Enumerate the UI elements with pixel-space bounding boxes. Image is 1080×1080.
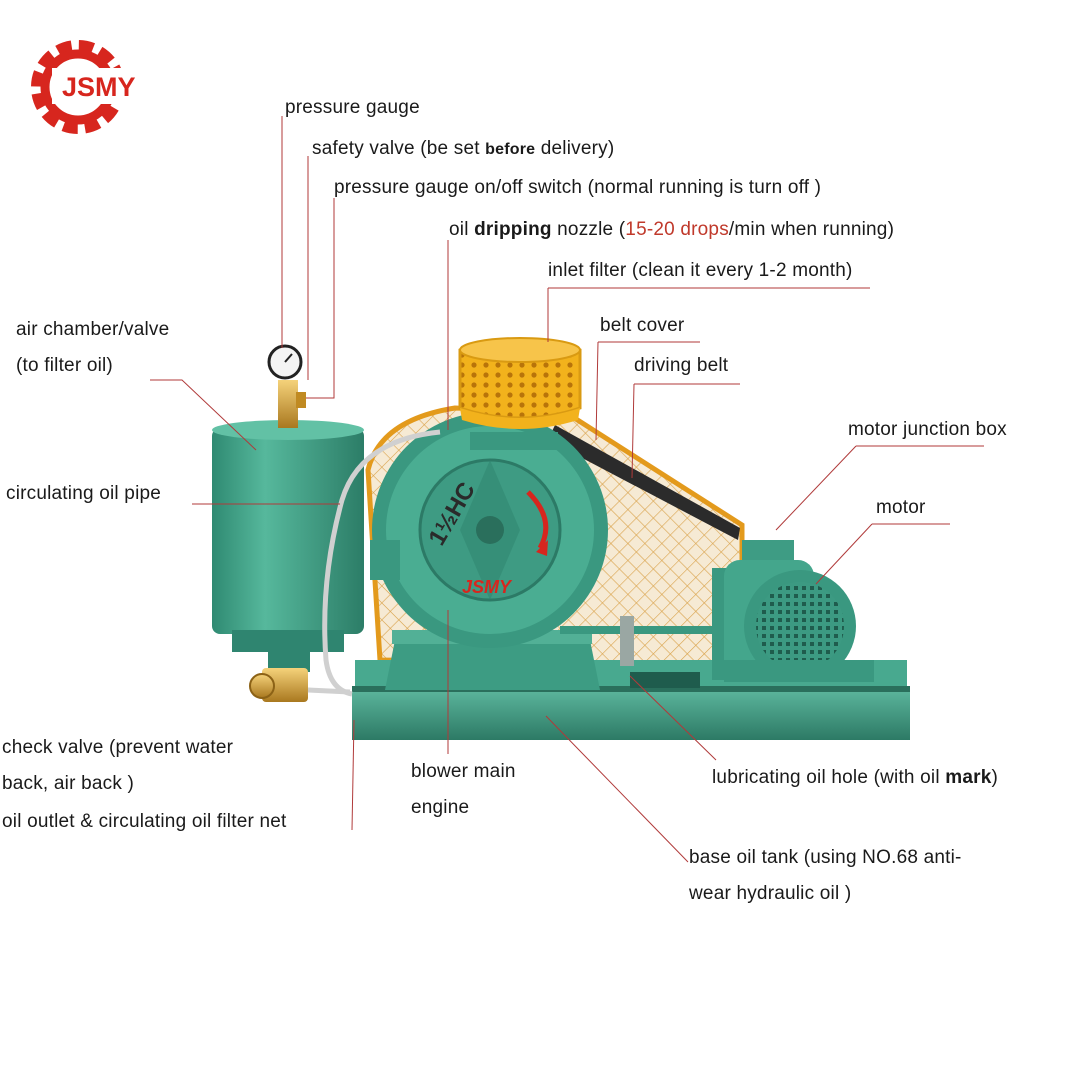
check-valve	[249, 668, 308, 702]
label-oil-outlet: oil outlet & circulating oil filter net	[2, 811, 287, 832]
leader-lines	[150, 116, 984, 863]
label-oil-dripping-nozzle: oil dripping nozzle (15-20 drops/min whe…	[449, 219, 895, 240]
air-chamber	[212, 420, 364, 672]
motor	[712, 540, 874, 682]
label-air-chamber: air chamber/valve (to filter oil)	[16, 319, 170, 376]
label-safety-valve: safety valve (be set before delivery)	[312, 138, 615, 159]
logo-text: JSMY	[62, 72, 136, 102]
gauge-valve-stack	[267, 344, 306, 428]
inlet-filter	[458, 337, 582, 450]
label-lubricating-oil-hole: lubricating oil hole (with oil mark)	[712, 767, 999, 788]
label-gauge-switch: pressure gauge on/off switch (normal run…	[334, 177, 822, 198]
label-check-valve: check valve (prevent water back, air bac…	[2, 737, 234, 794]
blower-housing: 1½HC JSMY	[370, 412, 608, 648]
label-driving-belt: driving belt	[634, 355, 729, 376]
label-circulating-oil-pipe: circulating oil pipe	[6, 483, 162, 504]
label-belt-cover: belt cover	[600, 315, 685, 336]
blower-casing-text: JSMY	[462, 577, 513, 597]
label-motor: motor	[876, 497, 926, 518]
label-base-oil-tank: base oil tank (using NO.68 anti- wear hy…	[689, 847, 962, 904]
label-motor-junction-box: motor junction box	[848, 419, 1007, 440]
circulating-oil-pipe	[322, 429, 441, 697]
motor-adjuster	[560, 616, 720, 666]
label-blower-main-engine: blower main engine	[411, 761, 516, 818]
brand-logo: JSMY	[31, 40, 144, 134]
label-inlet-filter: inlet filter (clean it every 1-2 month)	[548, 260, 853, 281]
label-pressure-gauge: pressure gauge	[285, 97, 420, 118]
